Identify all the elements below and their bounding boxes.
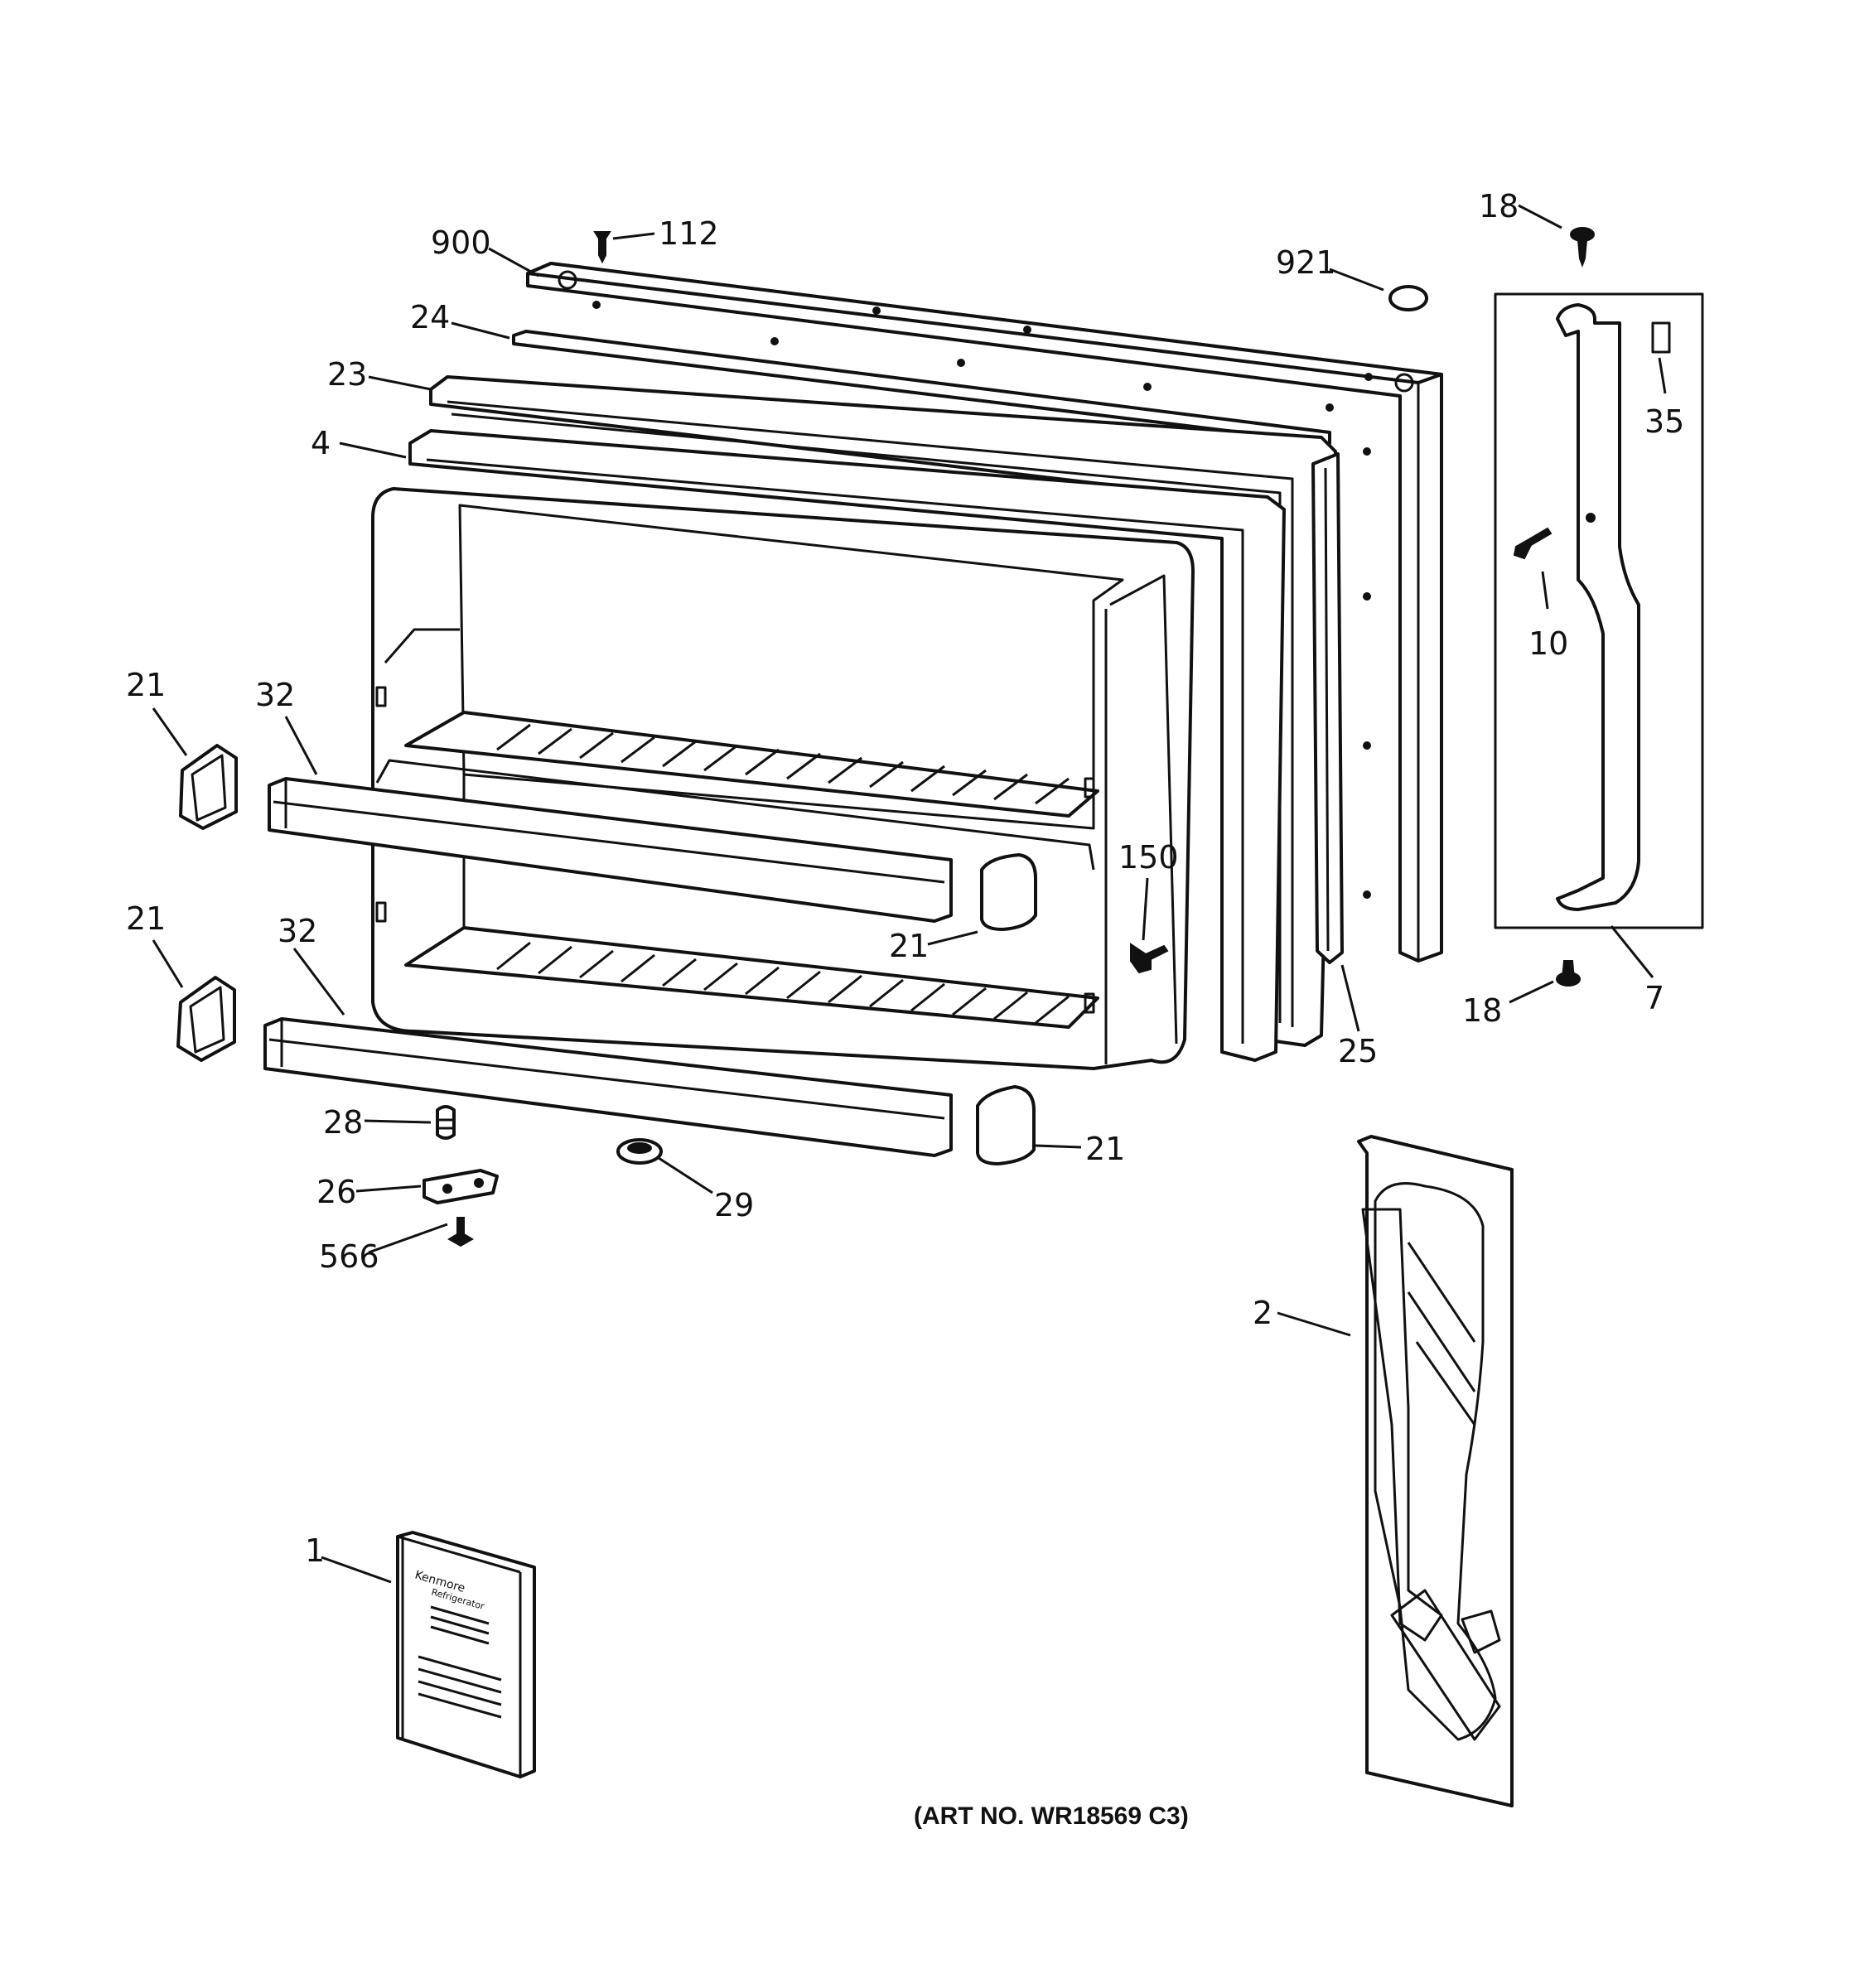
callout-112: 112 bbox=[659, 215, 719, 252]
leader-lines bbox=[152, 204, 1667, 1584]
callout-150: 150 bbox=[1118, 839, 1179, 876]
callout-10: 10 bbox=[1528, 625, 1568, 662]
shelf-end-cap-upper-right bbox=[980, 853, 1037, 931]
callout-21-lower-left: 21 bbox=[126, 900, 166, 937]
callout-28: 28 bbox=[323, 1104, 363, 1141]
callout-18-top: 18 bbox=[1479, 188, 1519, 224]
art-number: (ART NO. WR18569 C3) bbox=[914, 1802, 1189, 1830]
stop-28 bbox=[436, 1105, 456, 1140]
callout-25: 25 bbox=[1338, 1033, 1378, 1069]
callout-1: 1 bbox=[305, 1532, 325, 1569]
callout-566: 566 bbox=[319, 1238, 379, 1275]
callout-29: 29 bbox=[714, 1187, 754, 1223]
callout-21-upper-left: 21 bbox=[126, 667, 166, 703]
callout-32-upper: 32 bbox=[255, 677, 295, 713]
shelf-end-cap-lower-right bbox=[976, 1085, 1036, 1165]
callout-21-upper-right: 21 bbox=[889, 928, 929, 964]
screw-18-top bbox=[1570, 227, 1595, 268]
callout-921: 921 bbox=[1276, 244, 1336, 281]
outer-door-panel bbox=[526, 262, 1443, 963]
callout-7: 7 bbox=[1644, 980, 1664, 1016]
hinge-plate-26 bbox=[423, 1169, 499, 1204]
callout-2: 2 bbox=[1253, 1295, 1272, 1331]
callout-900: 900 bbox=[431, 224, 491, 261]
plug-921 bbox=[1388, 285, 1428, 311]
handle-kit-box bbox=[1494, 292, 1704, 929]
callout-labels: 900 112 24 23 4 921 18 35 10 21 32 21 32… bbox=[126, 188, 1684, 1569]
door-shelf-upper bbox=[268, 777, 953, 923]
screw-150 bbox=[1130, 943, 1169, 974]
door-gasket-assembly bbox=[408, 330, 1344, 1062]
owners-manual: Kenmore Refrigerator bbox=[396, 1531, 536, 1778]
screw-112 bbox=[593, 231, 611, 264]
callout-4: 4 bbox=[311, 425, 331, 461]
callout-23: 23 bbox=[327, 356, 367, 393]
door-shelf-lower bbox=[263, 1017, 953, 1157]
screw-18-bottom bbox=[1556, 960, 1581, 987]
callout-32-lower: 32 bbox=[278, 913, 317, 949]
shelf-end-cap-lower-left bbox=[176, 976, 236, 1062]
screw-10 bbox=[1513, 527, 1553, 560]
screw-566 bbox=[447, 1217, 474, 1247]
callout-24: 24 bbox=[410, 299, 450, 335]
bushing-29 bbox=[616, 1138, 663, 1165]
door-handle bbox=[1556, 303, 1671, 911]
door-inner-liner bbox=[371, 487, 1195, 1070]
instruction-envelope bbox=[1357, 1135, 1514, 1807]
callout-21-lower-right: 21 bbox=[1085, 1131, 1125, 1167]
callout-26: 26 bbox=[316, 1174, 356, 1210]
callout-18-bottom: 18 bbox=[1462, 992, 1502, 1029]
callout-35: 35 bbox=[1644, 403, 1684, 440]
shelf-end-cap-upper-left bbox=[179, 744, 238, 830]
